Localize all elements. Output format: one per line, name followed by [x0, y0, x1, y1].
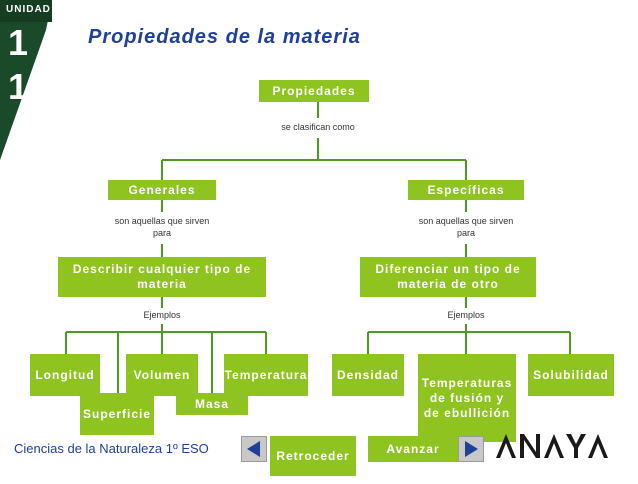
unit-number: 1	[8, 22, 29, 63]
node-longitud: Longitud	[30, 354, 100, 396]
unit-badge-shape	[0, 0, 52, 160]
node-densidad: Densidad	[332, 354, 404, 396]
node-especificas: Específicas	[408, 180, 524, 200]
forward-arrow-button[interactable]	[458, 436, 484, 462]
node-generales: Generales	[108, 180, 216, 200]
node-propiedades: Propiedades	[259, 80, 369, 102]
node-describir: Describir cualquier tipo de materia	[58, 257, 266, 297]
node-volumen: Volumen	[126, 354, 198, 396]
node-solubilidad: Solubilidad	[528, 354, 614, 396]
left-triangle-icon	[247, 441, 260, 457]
node-masa: Masa	[176, 393, 248, 415]
right-triangle-icon	[465, 441, 478, 457]
link-clasifican: se clasifican como	[281, 122, 355, 132]
link-ejemplos-left: Ejemplos	[143, 310, 181, 320]
node-superficie: Superficie	[80, 393, 154, 435]
page-title: Propiedades de la materia	[88, 26, 361, 48]
forward-button[interactable]: Avanzar	[368, 436, 458, 462]
node-temperatura: Temperatura	[224, 354, 308, 396]
back-button[interactable]: Retroceder	[270, 436, 356, 476]
link-generales: son aquellas que sirven para	[114, 216, 210, 238]
node-temperatura-fusion: Temperaturas de fusión y de ebullición	[418, 354, 516, 442]
node-diferenciar: Diferenciar un tipo de materia de otro	[360, 257, 536, 297]
back-arrow-button[interactable]	[241, 436, 267, 462]
subject-label: Ciencias de la Naturaleza 1º ESO	[14, 441, 209, 456]
link-ejemplos-right: Ejemplos	[447, 310, 485, 320]
unit-badge: UNIDAD 1 1	[0, 0, 52, 479]
anaya-logo-mark	[496, 434, 608, 458]
unit-label: UNIDAD	[6, 4, 51, 15]
unit-number-repeat: 1	[8, 66, 29, 107]
link-especificas: son aquellas que sirven para	[418, 216, 514, 238]
anaya-logo	[492, 426, 612, 471]
